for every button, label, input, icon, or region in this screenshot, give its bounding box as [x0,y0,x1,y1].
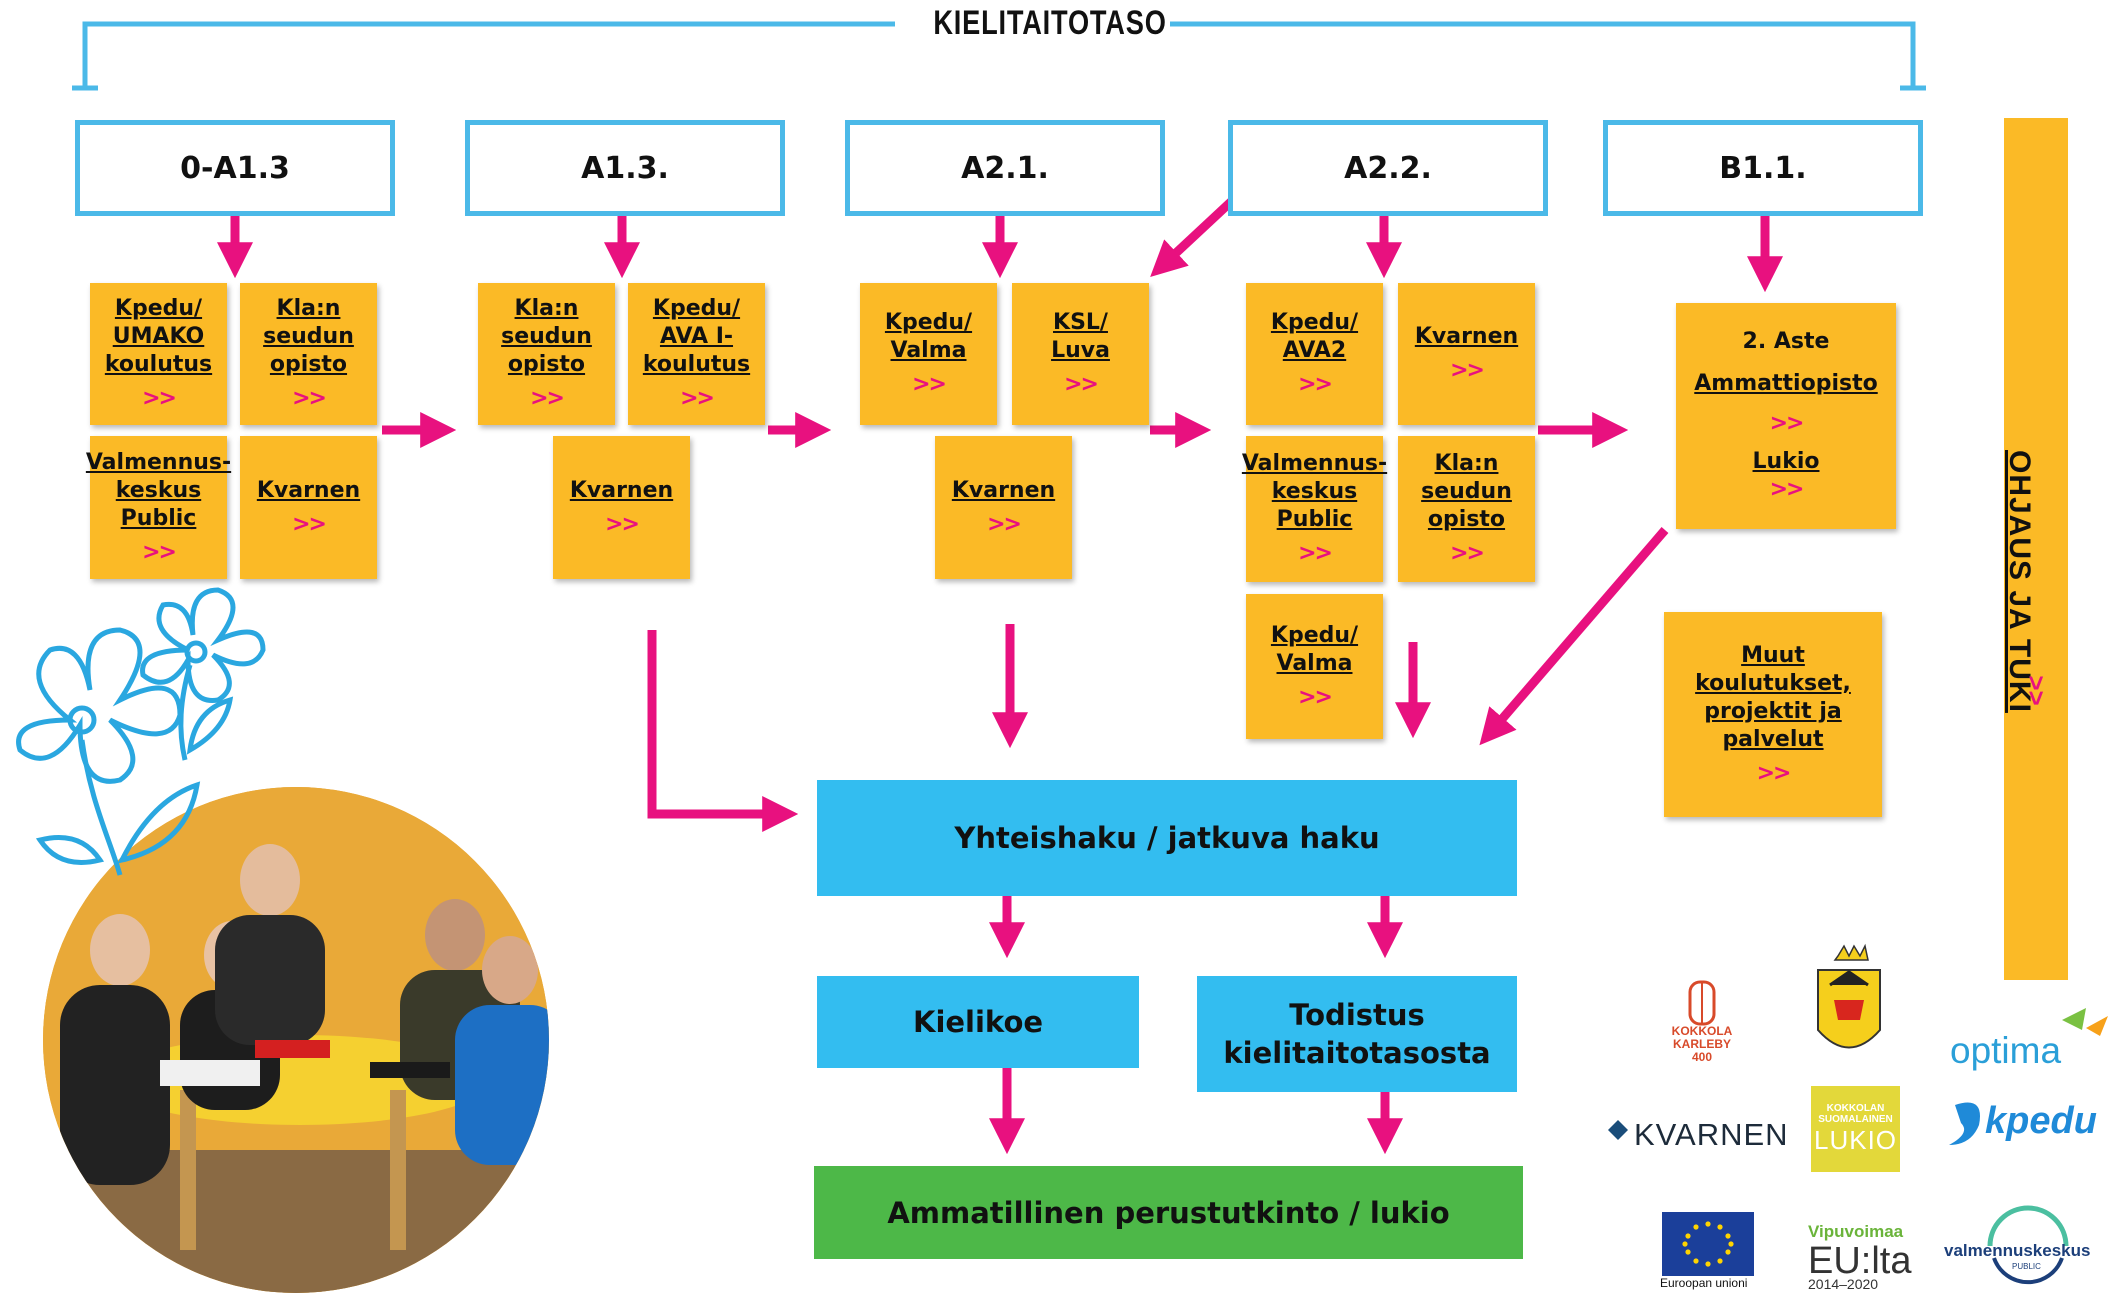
result-box: Ammatillinen perustutkinto / lukio [814,1166,1523,1259]
card-kla-seudun-opisto-2[interactable]: Kla:n seudun opisto >> [478,283,615,425]
card-link-ammattiopisto[interactable]: Ammattiopisto [1694,371,1878,396]
eu-logo-label: Euroopan unioni [1660,1276,1748,1290]
language-test-box: Kielikoe [817,976,1139,1068]
card-heading: 2. Aste [1742,329,1830,354]
chevron-icon: >> [1298,541,1333,566]
optima-logo-mark [2062,1008,2108,1036]
card-valmennuskeskus-2[interactable]: Valmennus- keskus Public >> [1242,436,1387,582]
arrow-a22-ksl [1150,194,1239,278]
card-kvarnen-3[interactable]: Kvarnen >> [935,436,1072,579]
eu-flag [1662,1212,1754,1276]
kokkola-logo-mark [1688,980,1716,1026]
valmennus-logo-mark [1987,1205,2069,1285]
card-ksl-luva[interactable]: KSL/ Luva >> [1012,283,1149,425]
kpedu-logo: kpedu [1985,1100,2097,1142]
card-label: Muut koulutukset, projektit ja palvelut [1695,642,1851,752]
vipuvoimaa-main: EU:lta [1808,1240,1912,1282]
card-label: Kla:n seudun opisto [263,296,354,377]
chevron-icon: >> [912,372,947,397]
vipuvoimaa-top: Vipuvoimaa [1808,1222,1904,1241]
certificate-box: Todistus kielitaitotasosta [1197,976,1517,1092]
level-title: KIELITAITOTASO [933,4,1167,42]
card-other-services[interactable]: Muut koulutukset, projektit ja palvelut … [1664,612,1882,817]
card-label: Kpedu/ AVA2 [1270,310,1359,363]
card-kpedu-ava1[interactable]: Kpedu/ AVA I- koulutus >> [628,283,765,425]
vipuvoimaa-years: 2014–2020 [1808,1276,1879,1292]
chevron-icon: >> [1450,541,1485,566]
card-kvarnen-2[interactable]: Kvarnen >> [553,436,690,579]
chevron-icon: >> [987,511,1022,537]
lukio-logo-main: LUKIO [1813,1124,1898,1155]
card-label: Kpedu/ UMAKO koulutus [104,296,213,377]
card-label: Kpedu/ AVA I- koulutus [642,296,751,377]
chevron-icon: >> [680,386,715,411]
card-label: Kpedu/ Valma [884,310,973,363]
card-valmennuskeskus-1[interactable]: Valmennus- keskus Public >> [86,436,231,579]
card-label: Kvarnen [569,477,674,503]
chevron-icon: >> [1064,372,1099,397]
valmennuskeskus-sub: PUBLIC [2012,1262,2041,1271]
card-label: Kpedu/ Valma [1270,622,1359,676]
kvarnen-logo: KVARNEN [1634,1117,1789,1152]
chevron-icon: >> [292,511,327,537]
card-second-degree[interactable]: 2. Aste Ammattiopisto >> Lukio >> [1676,303,1896,529]
card-label: KSL/ Luva [1051,310,1110,363]
card-label: Kla:n seudun opisto [501,296,592,377]
level-b11: B1.1. [1603,120,1923,216]
kokkola-logo: KOKKOLA KARLEBY 400 [1671,1024,1733,1064]
card-kpedu-ava2[interactable]: Kpedu/ AVA2 >> [1246,283,1383,425]
chevron-icon: >> [1450,358,1485,383]
card-kpedu-umako[interactable]: Kpedu/ UMAKO koulutus >> [90,283,227,425]
chevron-icon: >> [1298,372,1333,397]
level-0-a13: 0-A1.3 [75,120,395,216]
level-a13: A1.3. [465,120,785,216]
flower-decoration [16,587,266,876]
card-kpedu-valma-2[interactable]: Kpedu/ Valma >> [1246,594,1383,739]
card-kvarnen-4[interactable]: Kvarnen >> [1398,283,1535,425]
kpedu-logo-mark [1949,1102,1980,1145]
card-kvarnen-1[interactable]: Kvarnen >> [240,436,377,579]
arrow-b11-diag [1479,527,1669,746]
coat-of-arms [1817,943,1881,1049]
level-bracket [72,21,1926,91]
card-label: Valmennus- keskus Public [85,449,232,531]
card-link-lukio[interactable]: Lukio [1752,449,1820,474]
kvarnen-logo-mark [1608,1120,1628,1140]
lukio-logo-top: KOKKOLAN SUOMALAINEN [1818,1102,1893,1125]
chevron-icon: >> [530,386,565,411]
optima-logo: optima [1950,1030,2062,1071]
card-label: Kvarnen [951,477,1056,503]
card-kpedu-valma-1[interactable]: Kpedu/ Valma >> [860,283,997,425]
valmennuskeskus-logo: valmennuskeskus [1944,1241,2091,1260]
guidance-label: OHJAUS JA TUKI [2003,450,2036,713]
guidance-sidebar[interactable] [2004,118,2068,980]
chevron-icon: >> [605,511,640,537]
lukio-logo: KOKKOLAN SUOMALAINEN LUKIO [1811,1086,1900,1172]
card-kla-seudun-opisto-1[interactable]: Kla:n seudun opisto >> [240,283,377,425]
card-label: Kvarnen [1414,324,1519,349]
card-label: Kla:n seudun opisto [1421,451,1512,532]
card-kla-seudun-opisto-3[interactable]: Kla:n seudun opisto >> [1398,436,1535,582]
chevron-icon: >> [142,539,177,565]
chevron-icon: >> [142,386,177,411]
chevron-icon: >> [1298,684,1333,710]
chevron-icon: >> [1756,760,1792,786]
chevron-icon: >> [1769,411,1805,436]
application-box: Yhteishaku / jatkuva haku [817,780,1517,896]
chevron-icon: >> [292,386,327,411]
chevron-icon: >> [1769,477,1805,502]
arrow-a13-down [647,630,799,832]
chevron-icon: >> [2021,675,2052,706]
level-a22: A2.2. [1228,120,1548,216]
students-photo [43,787,549,1293]
card-label: Valmennus- keskus Public [1241,451,1388,532]
level-a21: A2.1. [845,120,1165,216]
card-label: Kvarnen [256,477,361,503]
